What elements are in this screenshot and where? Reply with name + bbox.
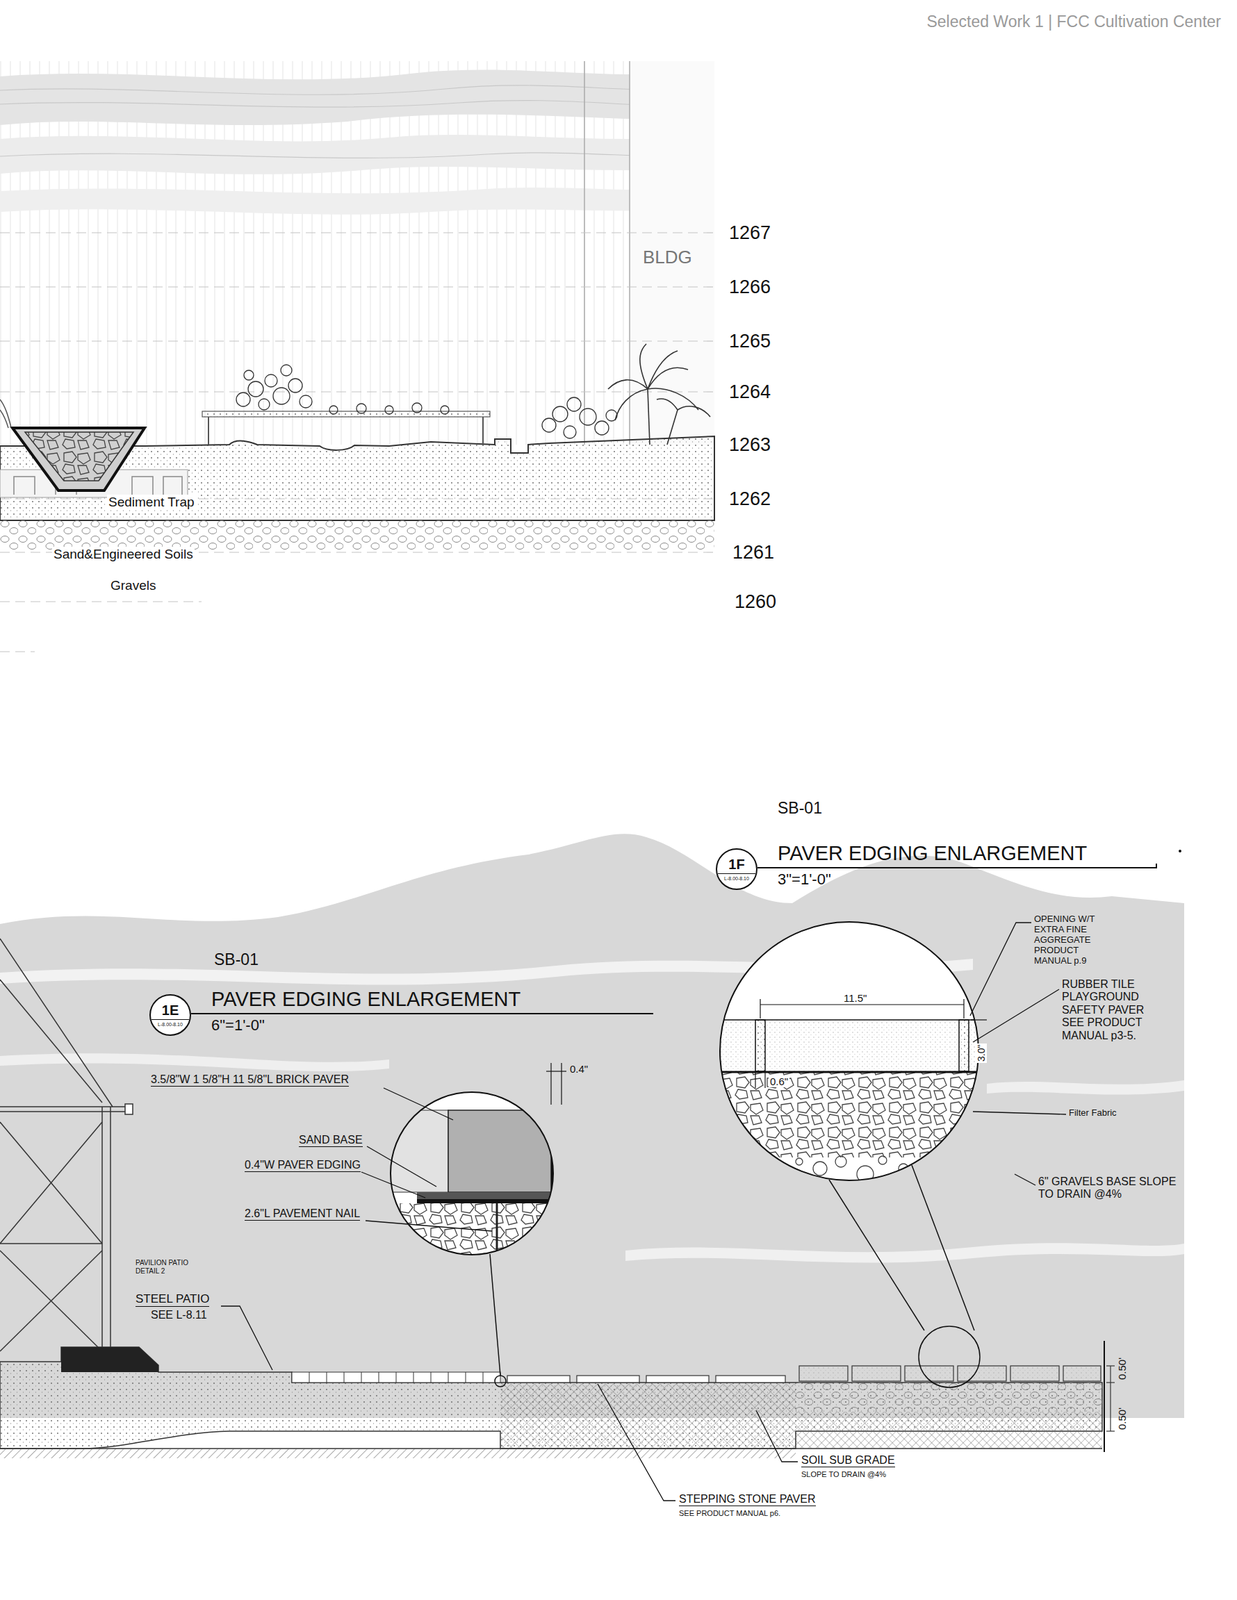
dimension: 3.0"	[975, 1043, 987, 1064]
callout-note: SEE PRODUCT MANUAL p6.	[678, 1509, 781, 1519]
callout-note: STEEL PATIO	[135, 1292, 210, 1308]
callout-note: 0.4"W PAVER EDGING	[244, 1159, 361, 1173]
elevation-number: 1266	[728, 276, 771, 299]
detail-callout-bubble: 1FL-8.00-8.10	[715, 848, 758, 891]
elevation-number: 1267	[728, 222, 771, 244]
sheet-reference: L-8.00-8.10	[717, 873, 757, 882]
detail-callout-bubble: 1EL-8.00-8.10	[149, 994, 192, 1037]
layer-label: Sand&Engineered Soils	[52, 546, 195, 563]
callout-note: SAND BASE	[298, 1134, 363, 1148]
callout-note: RUBBER TILE PLAYGROUND SAFETY PAVER SEE …	[1061, 978, 1160, 1043]
dimension: 0.50'	[1116, 1407, 1128, 1431]
dimension: 11.5"	[842, 992, 868, 1005]
sheet-code: SB-01	[777, 799, 823, 818]
callout-note: OPENING W/T EXTRA FINE AGGREGATE PRODUCT…	[1034, 914, 1118, 967]
elevation-number: 1260	[734, 591, 777, 613]
callout-note: SLOPE TO DRAIN @4%	[801, 1470, 887, 1480]
elevation-number: 1261	[732, 542, 775, 564]
layer-label: Gravels	[109, 578, 158, 594]
callout-note: 2.6"L PAVEMENT NAIL	[244, 1207, 360, 1222]
sheet-code: SB-01	[214, 950, 259, 969]
detail-number: 1F	[728, 857, 745, 874]
detail-title: PAVER EDGING ENLARGEMENT	[777, 842, 1087, 866]
dimension: 0.6"	[768, 1075, 790, 1088]
callout-note: 3.5/8"W 1 5/8"H 11 5/8"L BRICK PAVER	[150, 1073, 349, 1087]
building-label: BLDG	[642, 247, 693, 269]
detail-title: PAVER EDGING ENLARGEMENT	[211, 988, 521, 1012]
detail-number: 1E	[161, 1003, 179, 1020]
detail-scale: 6"=1'-0"	[211, 1016, 265, 1035]
detail-scale: 3"=1'-0"	[777, 870, 832, 889]
callout-note: PAVILION PATIO DETAIL 2	[135, 1259, 199, 1276]
page-header: Selected Work 1 | FCC Cultivation Center	[926, 12, 1222, 31]
elevation-number: 1263	[728, 434, 771, 456]
sheet-reference: L-8.00-8.10	[150, 1019, 190, 1028]
callout-note: 6" GRAVELS BASE SLOPE TO DRAIN @4%	[1038, 1175, 1178, 1202]
dimension: 0.4"	[569, 1063, 588, 1076]
elevation-number: 1262	[728, 488, 771, 511]
layer-label: Sediment Trap	[107, 494, 196, 511]
callout-note: STEPPING STONE PAVER	[678, 1493, 816, 1507]
callout-note: SOIL SUB GRADE	[801, 1454, 896, 1468]
elevation-number: 1264	[728, 381, 771, 404]
elevation-number: 1265	[728, 330, 771, 353]
callout-note: Filter Fabric	[1068, 1108, 1117, 1119]
callout-note: SEE L-8.11	[150, 1309, 208, 1322]
dimension: 0.50'	[1116, 1357, 1128, 1381]
